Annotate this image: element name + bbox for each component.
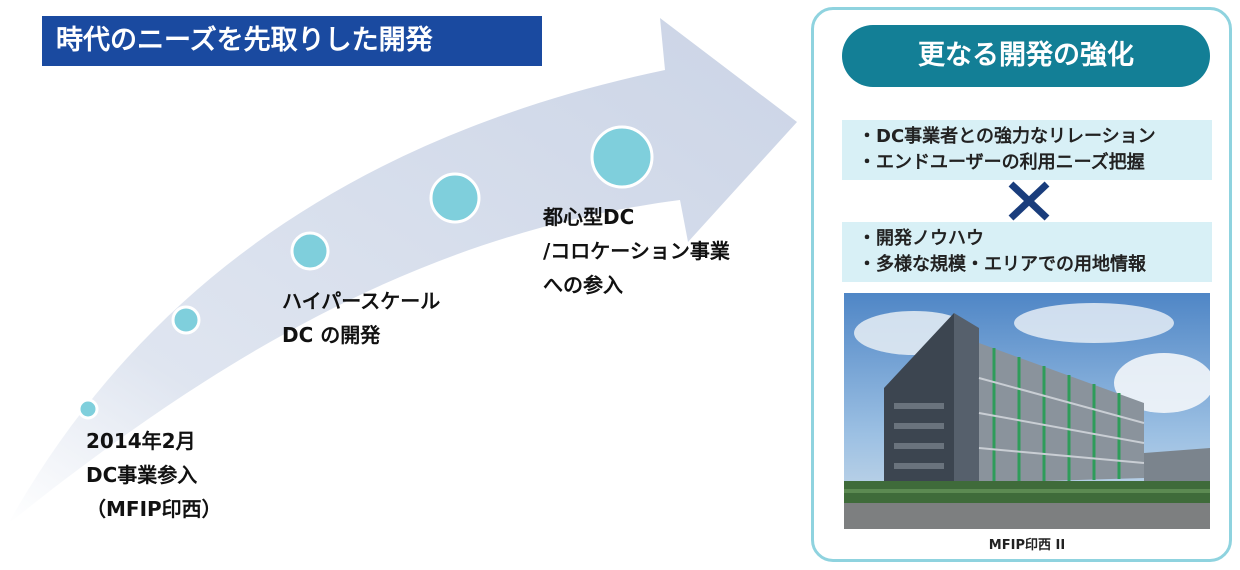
development-panel: 更なる開発の強化 ・DC事業者との強力なリレーション ・エンドユーザーの利用ニー… xyxy=(811,7,1232,562)
strengths-box-knowhow: ・開発ノウハウ ・多様な規模・エリアでの用地情報 xyxy=(842,222,1212,282)
timeline-dot-3 xyxy=(290,231,330,271)
photo-caption: MFIP印西 II xyxy=(988,538,1066,553)
milestone-2014-entry: 2014年2月 DC事業参入 （MFIP印西） xyxy=(86,424,222,526)
milestone-line: DC の開発 xyxy=(282,323,381,347)
milestone-line: 2014年2月 xyxy=(86,429,196,453)
milestone-line: 都心型DC xyxy=(543,205,635,229)
strength-item: ・DC事業者との強力なリレーション xyxy=(858,126,1156,147)
cross-icon xyxy=(1008,181,1050,221)
milestone-line: ハイパースケール xyxy=(282,289,441,313)
milestone-hyperscale: ハイパースケール DC の開発 xyxy=(282,284,440,352)
milestone-urban-dc: 都心型DC /コロケーション事業 への参入 xyxy=(543,200,730,302)
timeline-dot-5 xyxy=(590,125,654,189)
milestone-line: （MFIP印西） xyxy=(86,497,222,521)
strength-item: ・開発ノウハウ xyxy=(858,228,984,249)
panel-title: 更なる開発の強化 xyxy=(842,25,1210,87)
datacenter-photo xyxy=(844,293,1210,529)
page-title: 時代のニーズを先取りした開発 xyxy=(42,16,542,66)
timeline-dot-2 xyxy=(171,305,201,335)
strength-item: ・多様な規模・エリアでの用地情報 xyxy=(858,254,1146,275)
strength-item: ・エンドユーザーの利用ニーズ把握 xyxy=(858,152,1145,173)
timeline-dot-4 xyxy=(429,172,481,224)
milestone-line: /コロケーション事業 xyxy=(543,239,730,263)
milestone-line: への参入 xyxy=(543,273,623,297)
milestone-line: DC事業参入 xyxy=(86,463,198,487)
timeline-dot-1 xyxy=(77,398,99,420)
strengths-box-relations: ・DC事業者との強力なリレーション ・エンドユーザーの利用ニーズ把握 xyxy=(842,120,1212,180)
